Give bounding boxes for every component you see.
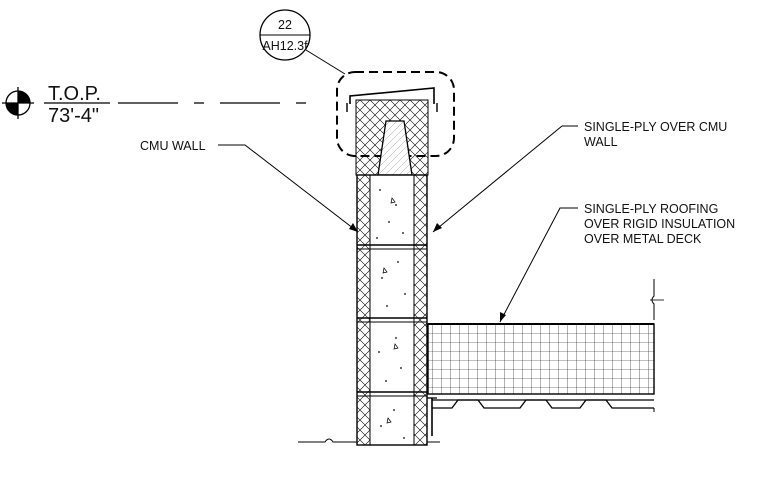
detail-sheet-reference: AH12.3f xyxy=(262,39,308,53)
single-ply-cmu-label-line-2: WALL xyxy=(584,135,618,149)
roof-assembly xyxy=(427,323,655,436)
detail-callout-tag[interactable]: 22 AH12.3f xyxy=(259,9,346,75)
metal-coping xyxy=(346,87,438,176)
cmu-wall-label: CMU WALL xyxy=(140,139,206,153)
single-ply-cmu-annotation: SINGLE-PLY OVER CMU WALL xyxy=(432,120,727,233)
roofing-label-line-3: OVER METAL DECK xyxy=(584,232,702,246)
elevation-value: 73'-4" xyxy=(48,105,99,127)
break-line-icon xyxy=(298,279,664,443)
elevation-marker: T.O.P. 73'-4" xyxy=(2,83,320,127)
roofing-label-line-2: OVER RIGID INSULATION xyxy=(584,217,735,231)
elevation-datum-icon xyxy=(2,87,34,119)
elevation-name: T.O.P. xyxy=(48,83,101,105)
cmu-wall xyxy=(356,174,428,446)
roofing-annotation: SINGLE-PLY ROOFING OVER RIGID INSULATION… xyxy=(499,202,735,323)
single-ply-cmu-label-line-1: SINGLE-PLY OVER CMU xyxy=(584,120,727,134)
cmu-wall-annotation: CMU WALL xyxy=(140,139,359,233)
detail-number: 22 xyxy=(278,18,292,32)
roofing-label-line-1: SINGLE-PLY ROOFING xyxy=(584,202,718,216)
